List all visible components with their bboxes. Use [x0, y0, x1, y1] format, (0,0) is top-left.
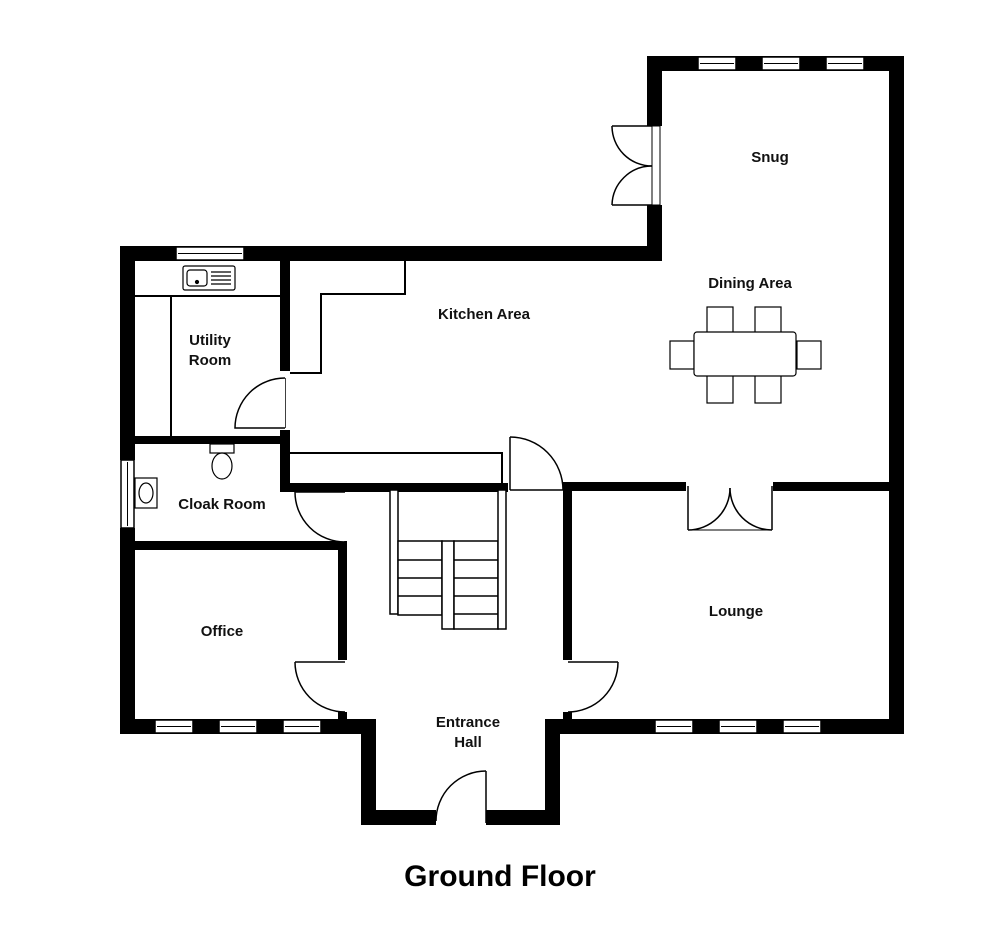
room-label-entrance-hall: Entrance Hall — [436, 713, 500, 753]
room-label-dining-area: Dining Area — [708, 275, 792, 292]
room-label-office: Office — [200, 623, 244, 640]
room-label-utility-room: Utility Room — [189, 331, 232, 371]
room-label-lounge: Lounge — [708, 603, 764, 620]
basin — [134, 477, 158, 509]
room-label-cloak-room: Cloak Room — [178, 496, 266, 513]
dining-table — [669, 306, 822, 404]
doors — [234, 125, 773, 823]
room-label-utility-line1: Utility — [189, 332, 231, 349]
staircase — [389, 489, 507, 630]
windows — [120, 56, 865, 734]
toilet — [209, 443, 235, 480]
floor-title: Ground Floor — [404, 860, 596, 893]
room-label-entrance-line2: Hall — [454, 734, 482, 751]
walls — [120, 56, 904, 825]
room-label-kitchen-area: Kitchen Area — [438, 306, 530, 323]
room-label-snug: Snug — [751, 149, 789, 166]
room-label-utility-line2: Room — [188, 352, 232, 369]
utility-sink — [182, 265, 236, 291]
room-label-entrance-line1: Entrance — [435, 714, 501, 731]
kitchen-worktops — [135, 261, 503, 483]
